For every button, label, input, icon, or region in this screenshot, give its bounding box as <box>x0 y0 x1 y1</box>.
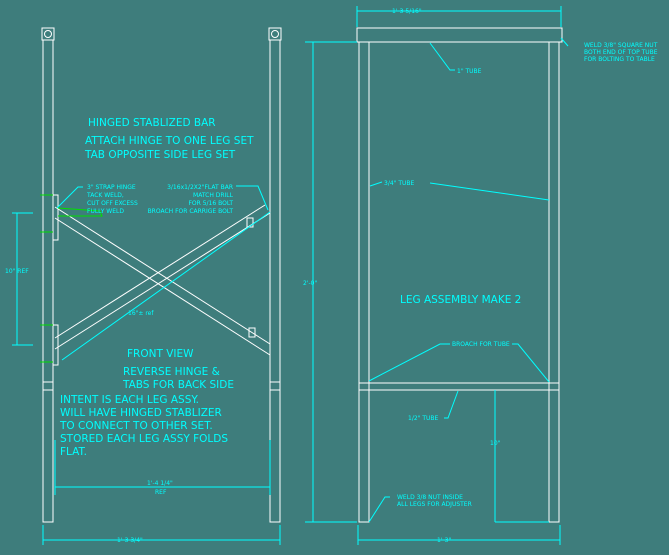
title-line-1: HINGED STABLIZED BAR <box>88 117 216 129</box>
broach-note: BROACH FOR TUBE <box>452 341 510 348</box>
left-leg <box>41 27 55 523</box>
adjuster-note-2: ALL LEGS FOR ADJUSTER <box>397 501 472 508</box>
flat-bar-note-4: BROACH FOR CARRIGE BOLT <box>148 208 234 215</box>
dim-overall-width: 1'-3 3/4" <box>117 537 143 544</box>
intent-note-1: INTENT IS EACH LEG ASSY. <box>60 394 199 406</box>
dim-inner-width: 1'-4 1/4" <box>147 480 173 487</box>
hinge-note-1: 3" STRAP HINGE <box>87 184 136 191</box>
dim-height: 2'-0" <box>303 280 317 287</box>
weld-nut-note-1: WELD 3/8" SQUARE NUT <box>584 42 658 49</box>
dim-diagonal: 16"± ref <box>128 310 154 317</box>
weld-nut-note-2: BOTH END OF TOP TUBE <box>584 49 658 56</box>
top-tube-label: 1" TUBE <box>457 68 482 75</box>
reverse-note-2: TABS FOR BACK SIDE <box>122 379 234 391</box>
leg-tube-label: 3/4" TUBE <box>384 180 414 187</box>
intent-note-4: STORED EACH LEG ASSY FOLDS <box>60 433 228 445</box>
flat-bar-note-2: MATCH DRILL <box>193 192 234 199</box>
intent-note-5: FLAT. <box>60 446 87 458</box>
flat-bar-note-1: 3/16x1/2X2"FLAT BAR <box>167 184 233 191</box>
hinge-plates <box>40 194 103 366</box>
leg-assembly-label: LEG ASSEMBLY MAKE 2 <box>400 294 521 306</box>
dim-vertical-ref: 10" REF <box>5 268 29 275</box>
flat-bar-note-3: FOR 5/16 BOLT <box>188 200 233 207</box>
adjuster-note-1: WELD 3/8 NUT INSIDE <box>397 494 463 501</box>
dim-top-width: 1'-3 5/16" <box>392 8 422 15</box>
title-line-3: TAB OPPOSITE SIDE LEG SET <box>84 149 236 161</box>
cross-tube-label: 1/2" TUBE <box>408 415 438 422</box>
intent-note-2: WILL HAVE HINGED STABLIZER <box>60 407 222 419</box>
hinge-note-3: CUT OFF EXCESS <box>87 200 138 207</box>
reverse-note-1: REVERSE HINGE & <box>123 366 220 378</box>
title-line-2: ATTACH HINGE TO ONE LEG SET <box>85 135 254 147</box>
weld-nut-note-3: FOR BOLTING TO TABLE <box>584 56 655 63</box>
hinge-note-4: FULLY WELD <box>87 208 124 215</box>
front-dimensions <box>12 185 281 545</box>
leg-assembly-view: 1'-3 5/16" WELD 3/8" SQUARE NUT BOTH END… <box>303 6 658 545</box>
front-view: HINGED STABLIZED BAR ATTACH HINGE TO ONE… <box>5 27 282 545</box>
leg-dimensions <box>305 6 569 545</box>
right-leg <box>268 27 282 523</box>
hinge-note-2: TACK WELD, <box>86 192 124 199</box>
dim-inner-ref: REF <box>155 489 167 496</box>
stabilizer-bars <box>54 204 271 356</box>
intent-note-3: TO CONNECT TO OTHER SET. <box>59 420 213 432</box>
dim-cross-height: 10" <box>490 440 501 447</box>
view-label: FRONT VIEW <box>127 348 194 360</box>
dim-bottom-width: 1'-3" <box>437 537 451 544</box>
